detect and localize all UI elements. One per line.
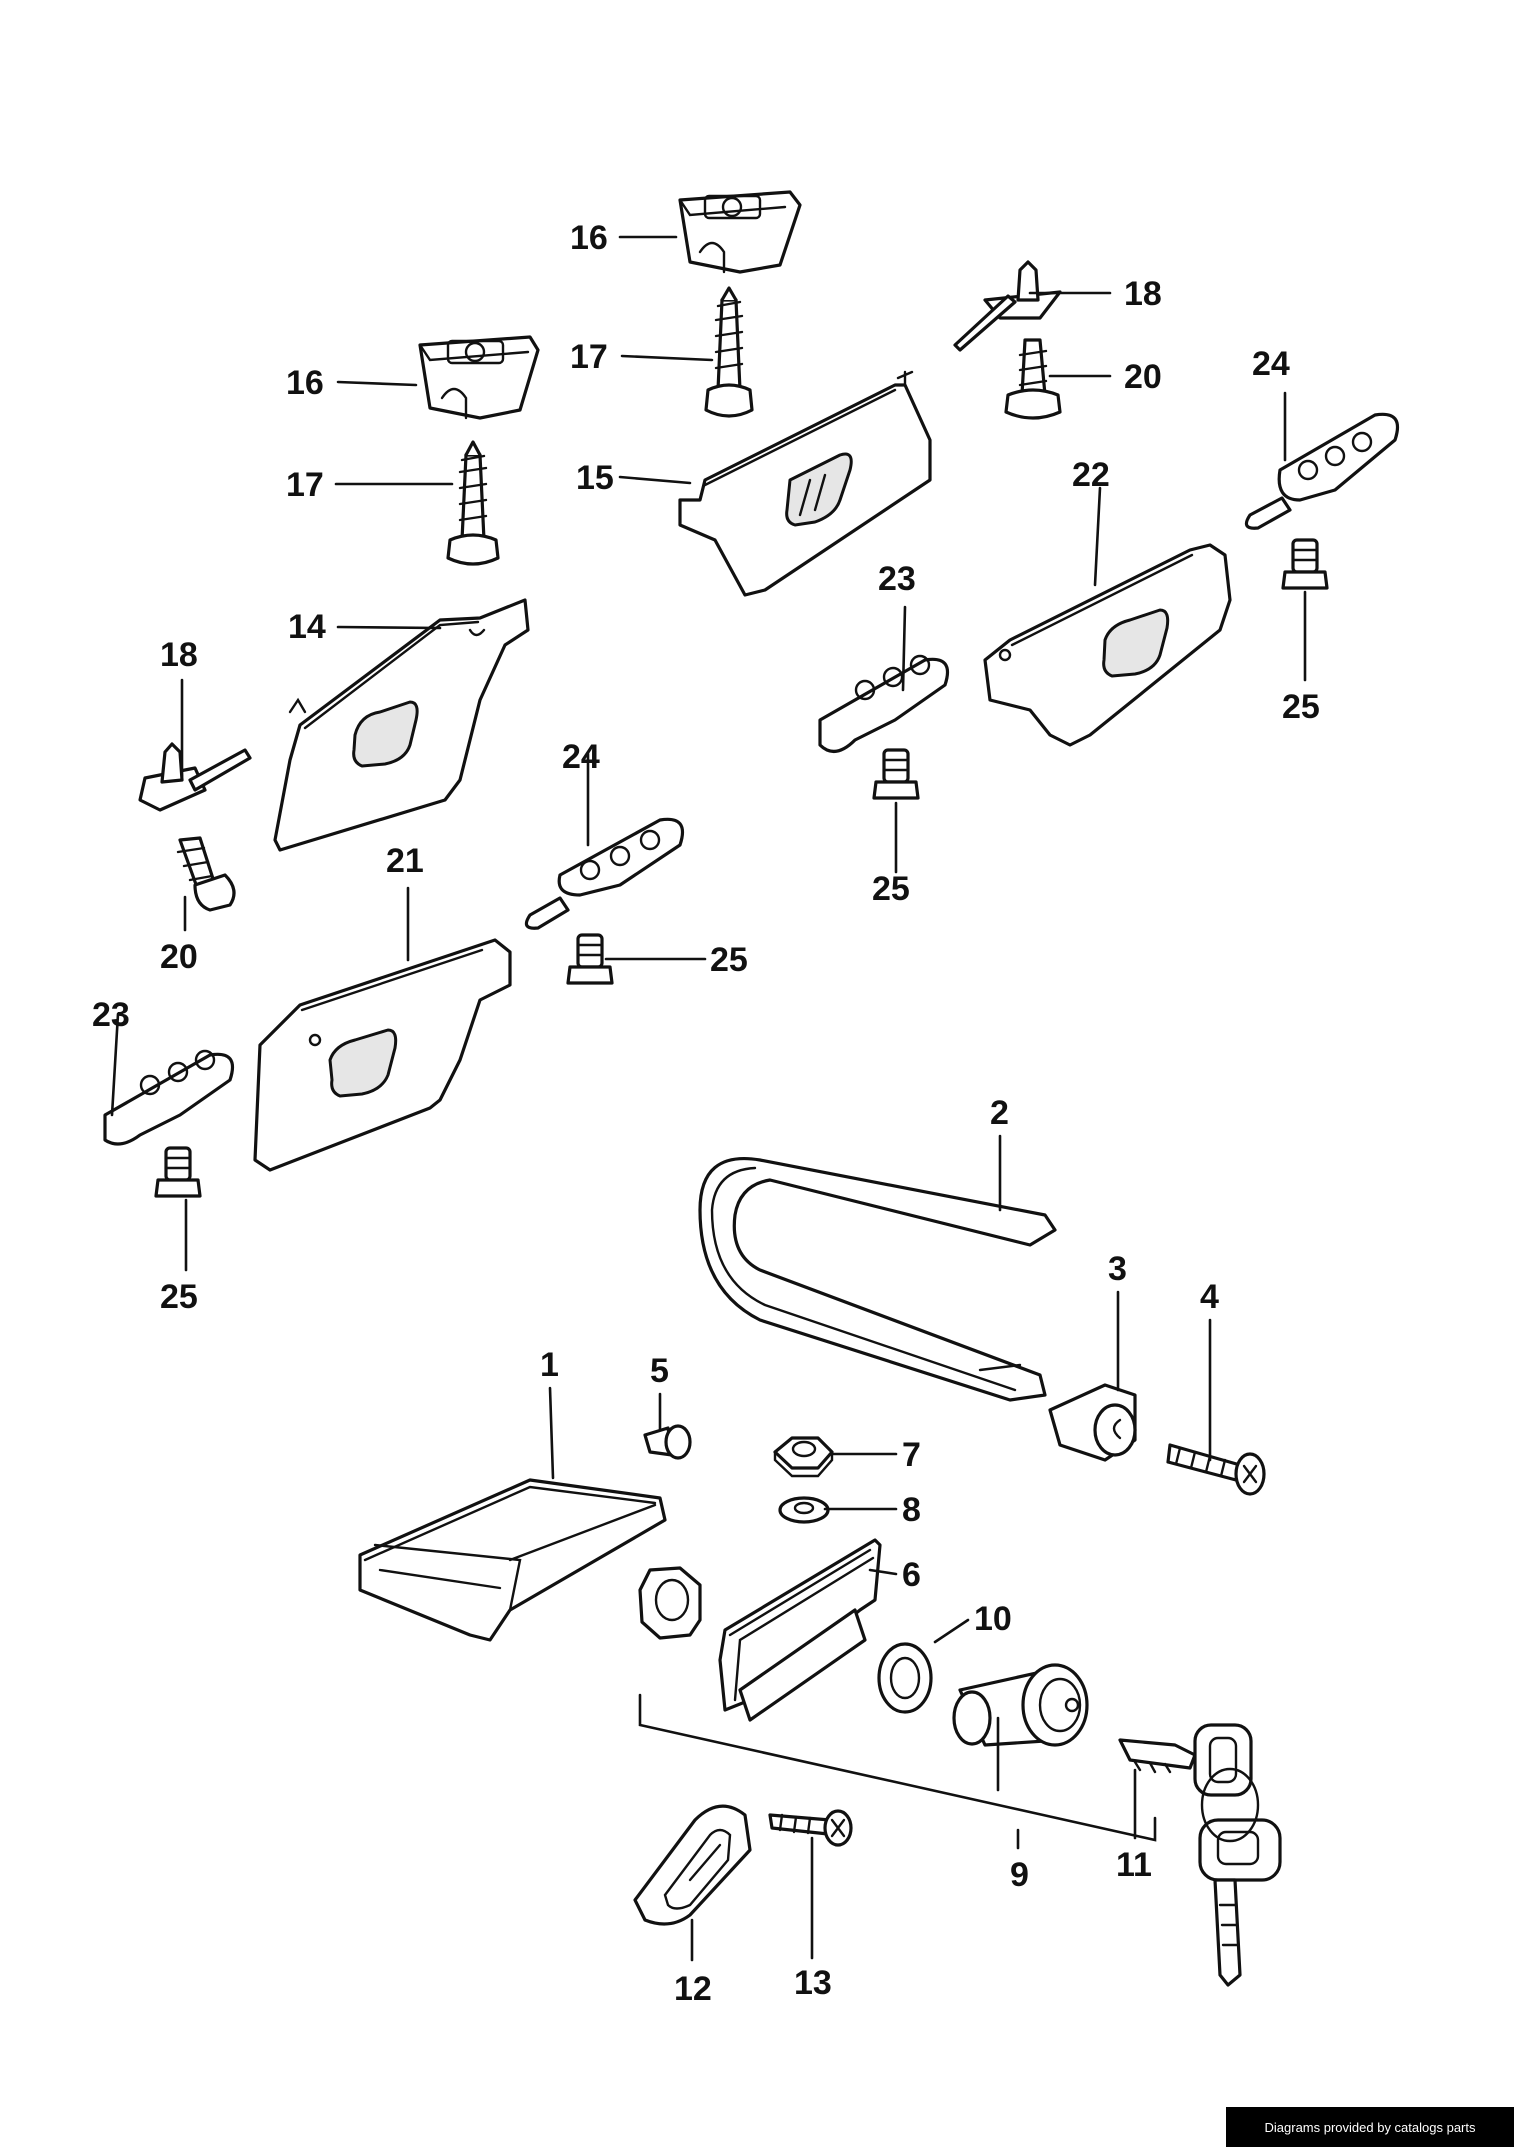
callout-10: 10 xyxy=(974,1600,1012,1638)
sun-visor-part-15 xyxy=(678,370,932,597)
callout-22: 22 xyxy=(1072,456,1110,494)
screw-part-20-right xyxy=(1004,338,1062,420)
pivot-rod-part-18-left xyxy=(138,742,252,812)
callout-24-right: 24 xyxy=(1252,345,1290,383)
bolt-part-25-left xyxy=(154,1146,202,1198)
credit-text: Diagrams provided by catalogs parts xyxy=(1264,2119,1476,2135)
callout-3: 3 xyxy=(1108,1250,1127,1288)
screw-part-17-top xyxy=(704,286,754,418)
glove-box-tray-part-1 xyxy=(358,1478,667,1642)
washer-part-8 xyxy=(778,1496,830,1524)
sun-visor-part-21 xyxy=(253,938,512,1172)
hinge-bracket-part-23-left xyxy=(103,1049,235,1146)
ring-washer-part-10 xyxy=(877,1642,933,1714)
escutcheon-plate-part-12 xyxy=(633,1804,752,1926)
bolt-part-25-center-right xyxy=(872,748,920,800)
callout-labels: 16 17 16 17 15 14 18 20 24 22 25 23 25 1… xyxy=(92,219,1320,2008)
lock-cylinder-part-9-assembly xyxy=(952,1663,1089,1747)
callout-17-left: 17 xyxy=(286,466,324,504)
callout-16-left: 16 xyxy=(286,364,324,402)
callout-25-center-right: 25 xyxy=(872,870,910,908)
callout-24-middle: 24 xyxy=(562,738,600,776)
screw-part-20-left xyxy=(176,836,236,912)
assembly-bracket-line-9 xyxy=(638,1693,1157,1842)
keys-part-11 xyxy=(1118,1723,1282,1987)
callout-23-right: 23 xyxy=(878,560,916,598)
leader-lines xyxy=(110,235,1307,1962)
hex-nut-part-9-assembly xyxy=(638,1566,702,1640)
callout-1: 1 xyxy=(540,1346,559,1384)
callout-8: 8 xyxy=(902,1491,921,1529)
lock-catch-part-3 xyxy=(1048,1383,1137,1462)
callout-25-middle: 25 xyxy=(710,941,748,979)
callout-15: 15 xyxy=(576,459,614,497)
callout-7: 7 xyxy=(902,1436,921,1474)
clip-block-part-16-left xyxy=(418,335,540,420)
callout-16-top: 16 xyxy=(570,219,608,257)
callout-2: 2 xyxy=(990,1094,1009,1132)
callout-9: 9 xyxy=(1010,1856,1029,1894)
sun-visor-part-22 xyxy=(983,543,1232,747)
screw-part-13 xyxy=(768,1809,853,1847)
callout-17-top: 17 xyxy=(570,338,608,376)
plug-part-5 xyxy=(643,1424,692,1460)
callout-18-left: 18 xyxy=(160,636,198,674)
hinge-bracket-part-24-middle xyxy=(524,817,685,930)
callout-14: 14 xyxy=(288,608,326,646)
callout-21: 21 xyxy=(386,842,424,880)
screw-part-4 xyxy=(1166,1443,1266,1496)
callout-5: 5 xyxy=(650,1352,669,1390)
credit-banner: Diagrams provided by catalogs parts xyxy=(1226,2107,1514,2147)
clip-block-part-16-top xyxy=(678,190,802,274)
callout-13: 13 xyxy=(794,1964,832,2002)
bracket-part-6 xyxy=(718,1538,882,1722)
callout-20-left: 20 xyxy=(160,938,198,976)
screw-part-17-left xyxy=(446,440,500,566)
seal-strip-part-2 xyxy=(698,1157,1057,1402)
hinge-bracket-part-24-right xyxy=(1244,412,1400,530)
callout-11: 11 xyxy=(1116,1846,1152,1884)
callout-4: 4 xyxy=(1200,1278,1219,1316)
callout-25-right: 25 xyxy=(1282,688,1320,726)
sun-visor-part-14 xyxy=(273,598,530,852)
callout-23-left: 23 xyxy=(92,996,130,1034)
bolt-part-25-right xyxy=(1281,538,1329,590)
callout-20-right: 20 xyxy=(1124,358,1162,396)
pivot-rod-part-18-right xyxy=(953,260,1062,352)
callout-6: 6 xyxy=(902,1556,921,1594)
nut-part-7 xyxy=(773,1436,834,1478)
callout-18-right: 18 xyxy=(1124,275,1162,313)
callout-12: 12 xyxy=(674,1970,712,2008)
hinge-bracket-part-23-right xyxy=(818,654,950,753)
bolt-part-25-middle xyxy=(566,933,614,985)
callout-25-left: 25 xyxy=(160,1278,198,1316)
